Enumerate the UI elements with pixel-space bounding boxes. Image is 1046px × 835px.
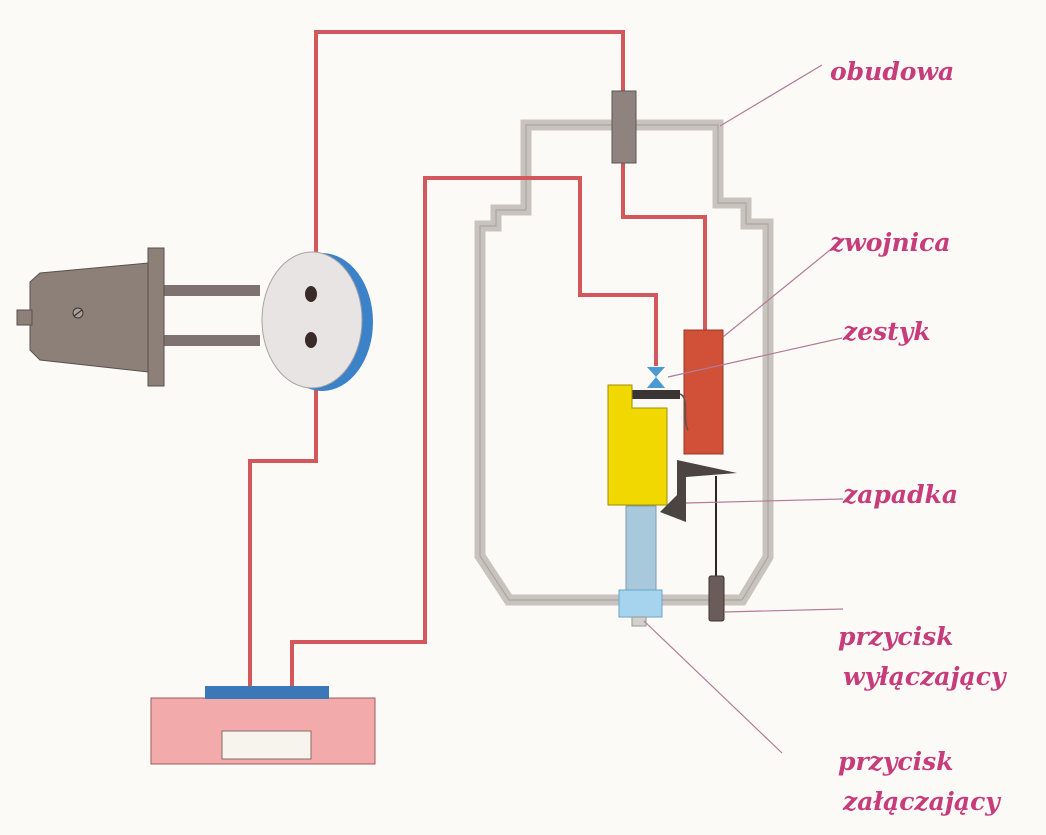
label-contact: zestyk	[843, 317, 931, 346]
socket	[261, 251, 373, 391]
coil	[683, 329, 724, 455]
contact-flex-wire	[679, 393, 689, 431]
leader-on-button	[643, 620, 783, 754]
housing-bushing	[611, 90, 637, 164]
label-off-button-line2: wyłączający	[843, 662, 1006, 691]
label-housing: obudowa	[830, 57, 955, 86]
label-latch: zapadka	[843, 480, 959, 509]
contact-lower	[647, 377, 665, 388]
wire-socket-to-housing	[314, 30, 625, 252]
leader-lines	[643, 64, 844, 754]
label-off-button-line1: przycisk	[838, 622, 954, 651]
plug-pin-bottom	[160, 335, 260, 346]
off-button-stem	[631, 616, 647, 627]
plug-body	[29, 262, 149, 373]
wiring	[248, 30, 707, 688]
off-button-knob	[708, 575, 725, 622]
leader-latch	[685, 498, 844, 504]
latch-pawl	[660, 460, 737, 522]
contact-arm	[624, 390, 680, 399]
plug	[16, 247, 260, 387]
leader-coil	[722, 249, 831, 338]
on-switch	[150, 686, 376, 765]
plunger	[625, 505, 657, 591]
label-on-button-line2: załączający	[843, 787, 1000, 816]
socket-face	[261, 251, 363, 389]
latch-body	[607, 384, 668, 506]
plug-flange	[147, 247, 165, 387]
label-on-button-line1: przycisk	[838, 747, 954, 776]
on-switch-plate	[205, 686, 329, 699]
on-switch-button	[221, 730, 312, 760]
socket-hole-top	[305, 286, 317, 302]
housing	[474, 119, 774, 606]
leader-housing	[719, 64, 823, 127]
wire-housing-to-coil	[621, 162, 707, 330]
wire-switch-to-contact	[290, 176, 658, 688]
plug-cord-stub	[16, 309, 33, 326]
plug-pin-top	[160, 285, 260, 296]
leader-off-button	[723, 608, 844, 613]
latch	[660, 460, 737, 577]
off-button-cap	[618, 589, 663, 618]
contact-upper	[647, 367, 665, 377]
contact	[624, 367, 689, 431]
leader-contact	[667, 337, 843, 378]
wire-socket-to-switch	[248, 388, 318, 688]
socket-hole-bottom	[305, 332, 317, 348]
label-coil: zwojnica	[830, 228, 951, 257]
plug-screw-icon	[72, 307, 84, 319]
